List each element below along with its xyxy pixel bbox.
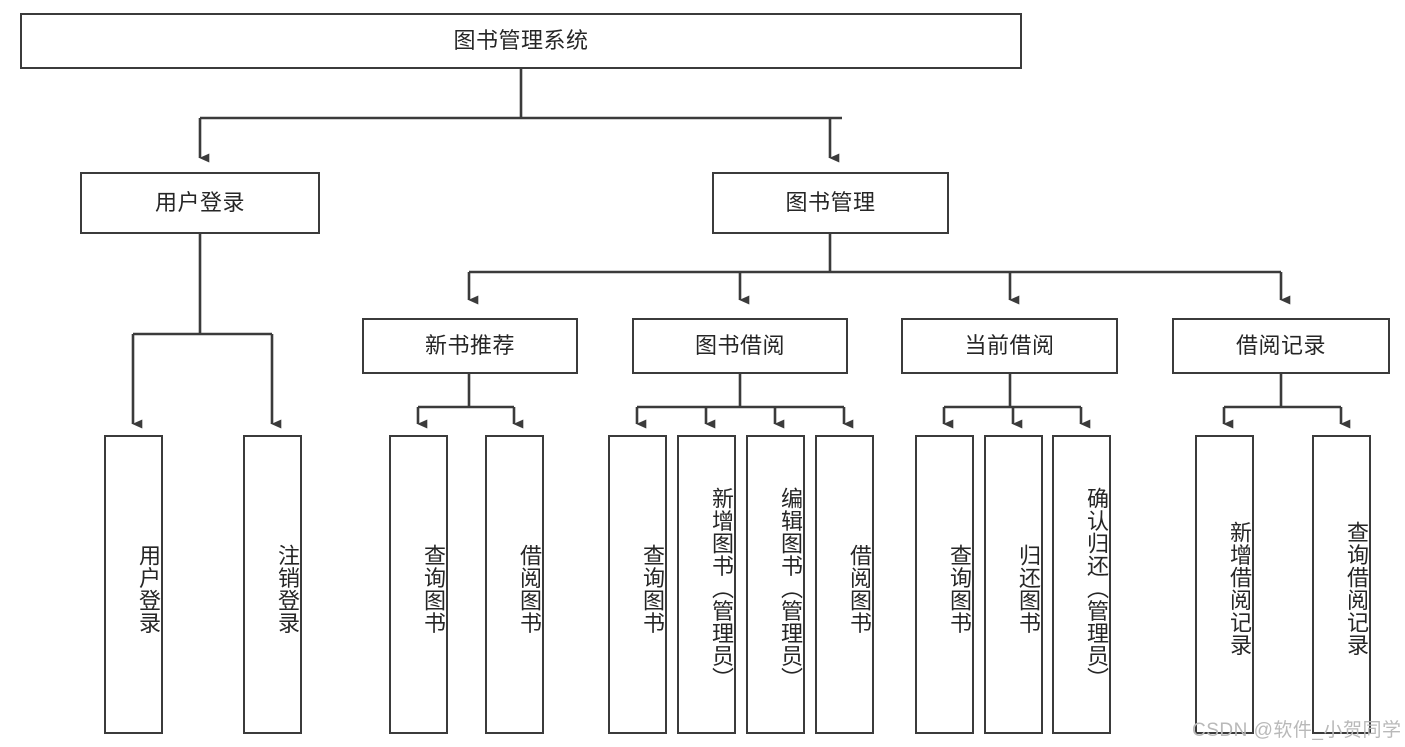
node-label: 查询借阅记录: [1344, 521, 1369, 656]
node-label: 当前借阅: [964, 332, 1055, 358]
node-label: 用户登录: [136, 543, 161, 634]
node-leaf-borrow-book-1[interactable]: 借阅图书: [485, 435, 544, 734]
node-label: 查询图书: [640, 543, 665, 634]
node-user-login[interactable]: 用户登录: [80, 172, 320, 234]
node-leaf-logout-login[interactable]: 注销登录: [243, 435, 302, 734]
node-label: 查询图书: [947, 543, 972, 634]
node-leaf-query-book-2[interactable]: 查询图书: [608, 435, 667, 734]
node-leaf-return-book[interactable]: 归还图书: [984, 435, 1043, 734]
node-label: 确认归还（管理员）: [1084, 487, 1109, 690]
node-leaf-add-record[interactable]: 新增借阅记录: [1195, 435, 1254, 734]
node-label: 图书借阅: [694, 332, 785, 358]
csdn-watermark: CSDN @软件_小贺同学: [1192, 720, 1402, 741]
node-leaf-query-book-1[interactable]: 查询图书: [389, 435, 448, 734]
node-leaf-user-login[interactable]: 用户登录: [104, 435, 163, 734]
node-label: 图书管理: [785, 189, 876, 215]
node-leaf-borrow-book-2[interactable]: 借阅图书: [815, 435, 874, 734]
node-book-manage[interactable]: 图书管理: [712, 172, 949, 234]
node-label: 新书推荐: [424, 332, 515, 358]
node-leaf-confirm-return[interactable]: 确认归还（管理员）: [1052, 435, 1111, 734]
node-leaf-query-book-3[interactable]: 查询图书: [915, 435, 974, 734]
node-label: 用户登录: [154, 189, 245, 215]
node-leaf-edit-book[interactable]: 编辑图书（管理员）: [746, 435, 805, 734]
node-label: 图书管理系统: [453, 27, 589, 53]
node-borrow-record[interactable]: 借阅记录: [1172, 318, 1390, 374]
node-book-borrow[interactable]: 图书借阅: [632, 318, 848, 374]
node-label: 归还图书: [1016, 543, 1041, 634]
node-label: 借阅图书: [847, 543, 872, 634]
node-leaf-add-book[interactable]: 新增图书（管理员）: [677, 435, 736, 734]
node-label: 注销登录: [275, 543, 300, 634]
node-label: 借阅图书: [517, 543, 542, 634]
node-label: 借阅记录: [1235, 332, 1326, 358]
node-current-borrow[interactable]: 当前借阅: [901, 318, 1118, 374]
node-label: 编辑图书（管理员）: [778, 487, 803, 690]
node-label: 新增图书（管理员）: [709, 487, 734, 690]
node-label: 新增借阅记录: [1227, 521, 1252, 656]
node-leaf-query-record[interactable]: 查询借阅记录: [1312, 435, 1371, 734]
node-new-book-recommend[interactable]: 新书推荐: [362, 318, 578, 374]
node-root-system[interactable]: 图书管理系统: [20, 13, 1022, 69]
node-label: 查询图书: [421, 543, 446, 634]
